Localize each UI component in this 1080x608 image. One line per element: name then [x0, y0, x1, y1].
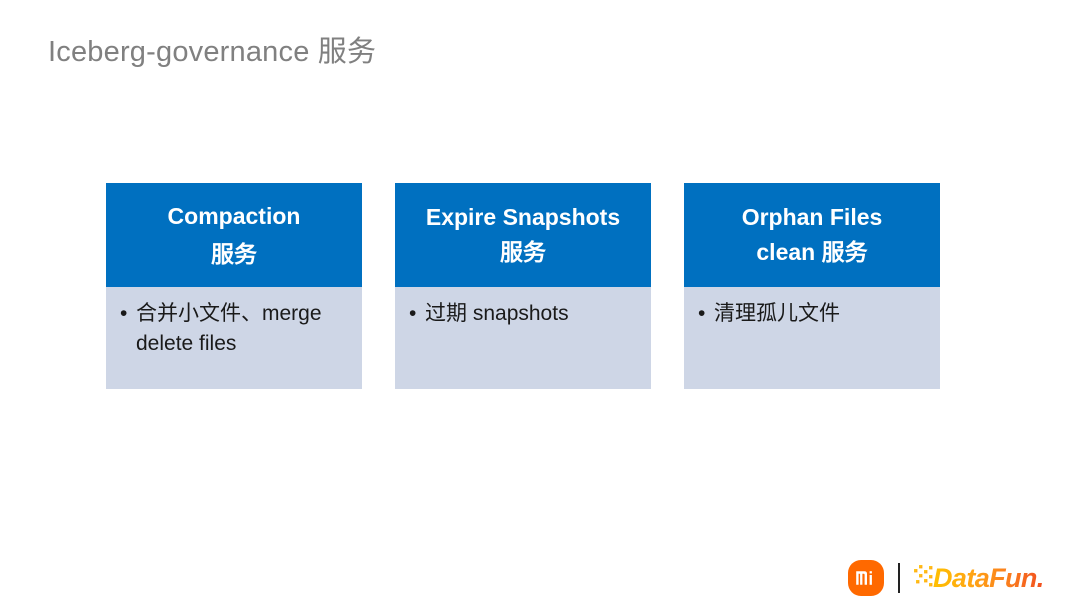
card-body-expire-snapshots: • 过期 snapshots [395, 287, 651, 389]
list-item: • 合并小文件、merge delete files [120, 299, 352, 359]
card-body-compaction: • 合并小文件、merge delete files [106, 287, 362, 389]
card-body-orphan-files-clean: • 清理孤儿文件 [684, 287, 940, 389]
service-card-compaction[interactable]: Compaction 服务 • 合并小文件、merge delete files [106, 183, 362, 389]
list-item: • 过期 snapshots [409, 299, 641, 329]
bullet-text: 合并小文件、merge delete files [136, 302, 322, 355]
card-header-line1: Compaction [167, 203, 301, 229]
service-card-expire-snapshots[interactable]: Expire Snapshots 服务 • 过期 snapshots [395, 183, 651, 389]
card-header-line2: 服务 [500, 239, 546, 265]
card-header-line2: 服务 [211, 241, 257, 267]
card-header-line1: Orphan Files [741, 204, 883, 230]
page-title: Iceberg-governance 服务 [48, 36, 377, 68]
datafun-logo: DataFun. [914, 561, 1062, 595]
bullet-icon: • [120, 302, 128, 325]
bullet-text: 清理孤儿文件 [714, 302, 840, 325]
xiaomi-logo-icon [848, 560, 884, 596]
bullet-text: 过期 snapshots [425, 302, 569, 325]
card-header-compaction: Compaction 服务 [106, 183, 362, 287]
datafun-dots-icon [914, 565, 933, 587]
bullet-icon: • [698, 302, 706, 325]
card-header-orphan-files-clean: Orphan Files clean 服务 [684, 183, 940, 287]
footer-logos: DataFun. [848, 556, 1062, 600]
service-card-orphan-files-clean[interactable]: Orphan Files clean 服务 • 清理孤儿文件 [684, 183, 940, 389]
card-header-line2: clean 服务 [756, 239, 868, 265]
list-item: • 清理孤儿文件 [698, 299, 930, 329]
bullet-icon: • [409, 302, 417, 325]
logo-divider [898, 563, 900, 593]
service-cards-row: Compaction 服务 • 合并小文件、merge delete files… [106, 183, 940, 389]
card-header-expire-snapshots: Expire Snapshots 服务 [395, 183, 651, 287]
card-header-line1: Expire Snapshots [425, 204, 621, 230]
svg-text:DataFun.: DataFun. [933, 563, 1044, 593]
